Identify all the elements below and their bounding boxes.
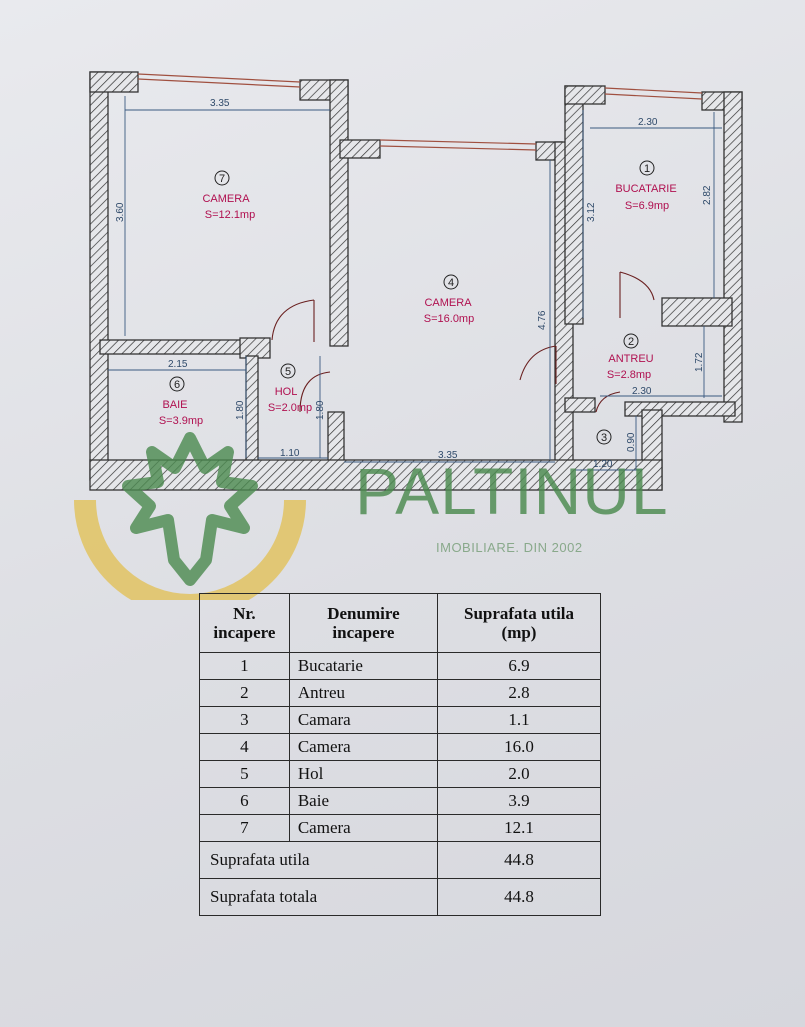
wall-bath-north-b (239, 337, 271, 359)
brand-tagline: IMOBILIARE. DIN 2002 (436, 540, 583, 555)
area-table-header: Nr. incapere Denumire incapere Suprafata… (199, 593, 601, 653)
seal-arc (74, 499, 306, 600)
table-row: 6 Baie 3.9 (199, 787, 601, 815)
windows (137, 73, 703, 151)
wall-north-left-a (89, 71, 139, 93)
room-6: 6 BAIE S=3.9mp (159, 376, 203, 427)
wall-bath-east (245, 355, 259, 475)
dim-pantry-width: 1.20 (593, 459, 613, 470)
svg-text:5: 5 (285, 366, 291, 378)
room-4: 4 CAMERA S=16.0mp (424, 274, 474, 325)
svg-text:3: 3 (601, 432, 607, 444)
dim-antreu-width: 2.30 (632, 386, 652, 397)
wall-west (89, 71, 109, 481)
svg-text:S=2.0mp: S=2.0mp (268, 402, 312, 414)
dim-camera4-height: 4.76 (537, 310, 548, 330)
dim-camera7-height: 3.60 (115, 202, 126, 222)
room-1: 1 BUCATARIE S=6.9mp (615, 160, 677, 212)
header-usable-area: Suprafata utila (mp) (437, 593, 601, 653)
wall-antreu-south (564, 397, 596, 413)
wall-kitchen-south (661, 297, 733, 327)
svg-text:CAMERA: CAMERA (202, 193, 250, 205)
table-row: 7 Camera 12.1 (199, 814, 601, 842)
watermark-seal (74, 432, 306, 600)
wall-north-right-a (564, 85, 606, 105)
svg-text:2: 2 (628, 336, 634, 348)
dim-antreu-height: 1.72 (694, 352, 705, 372)
total-usable-row: Suprafata utila 44.8 (198, 841, 601, 879)
room-labels: 7 CAMERA S=12.1mp 4 CAMERA S=16.0mp 1 BU… (159, 160, 677, 445)
svg-text:7: 7 (219, 173, 225, 185)
dim-kitchen-width: 2.30 (638, 117, 658, 128)
brand-logo-text: PALTINUL (355, 454, 669, 528)
dim-hol-width: 1.10 (280, 448, 300, 459)
table-row: 2 Antreu 2.8 (199, 679, 601, 707)
dim-kitchen-height-left: 3.12 (586, 202, 597, 222)
svg-text:S=12.1mp: S=12.1mp (205, 209, 255, 221)
floor-plan: 3.35 3.60 2.15 1.80 1.80 1.10 3.35 4.76 … (74, 71, 743, 600)
wall-north-mid-a (339, 139, 381, 159)
table-row: 5 Hol 2.0 (199, 760, 601, 788)
room-5: 5 HOL S=2.0mp (268, 363, 312, 414)
dim-kitchen-height-right: 2.82 (702, 185, 713, 205)
svg-text:S=6.9mp: S=6.9mp (625, 200, 669, 212)
dim-pantry-height: 0.90 (626, 432, 637, 452)
wall-bath-north (99, 339, 251, 355)
svg-text:BUCATARIE: BUCATARIE (615, 183, 676, 195)
room-2: 2 ANTREU S=2.8mp (607, 333, 654, 381)
dim-camera4-width: 3.35 (438, 450, 458, 461)
wall-south (89, 459, 663, 491)
total-area-row: Suprafata totala 44.8 (198, 878, 601, 916)
dim-baie-height: 1.80 (235, 400, 246, 420)
svg-text:CAMERA: CAMERA (424, 297, 472, 309)
dim-hol-height: 1.80 (315, 400, 326, 420)
dimension-lines (108, 96, 722, 471)
area-table: Nr. incapere Denumire incapere Suprafata… (198, 593, 601, 916)
wall-east (723, 91, 743, 423)
svg-text:S=2.8mp: S=2.8mp (607, 369, 651, 381)
maple-leaf-icon (122, 432, 258, 586)
svg-text:1: 1 (644, 163, 650, 175)
doors (271, 271, 655, 413)
walls (89, 71, 743, 491)
svg-text:S=3.9mp: S=3.9mp (159, 415, 203, 427)
wall-kitchen-west (564, 85, 584, 325)
svg-text:4: 4 (448, 277, 454, 289)
svg-text:ANTREU: ANTREU (608, 353, 653, 365)
room-3: 3 (596, 429, 612, 445)
svg-text:HOL: HOL (275, 386, 298, 398)
wall-mid-vertical (329, 79, 349, 347)
header-room-name: Denumire incapere (288, 593, 439, 653)
svg-text:BAIE: BAIE (162, 399, 187, 411)
dimension-labels: 3.35 3.60 2.15 1.80 1.80 1.10 3.35 4.76 … (115, 98, 713, 470)
table-row: 4 Camera 16.0 (199, 733, 601, 761)
svg-text:S=16.0mp: S=16.0mp (424, 313, 474, 325)
room-7: 7 CAMERA S=12.1mp (202, 170, 255, 221)
table-row: 1 Bucatarie 6.9 (199, 652, 601, 680)
header-room-number: Nr. incapere (199, 593, 290, 653)
dim-camera7-width: 3.35 (210, 98, 230, 109)
table-row: 3 Camara 1.1 (199, 706, 601, 734)
dim-baie-width: 2.15 (168, 359, 188, 370)
svg-text:6: 6 (174, 379, 180, 391)
